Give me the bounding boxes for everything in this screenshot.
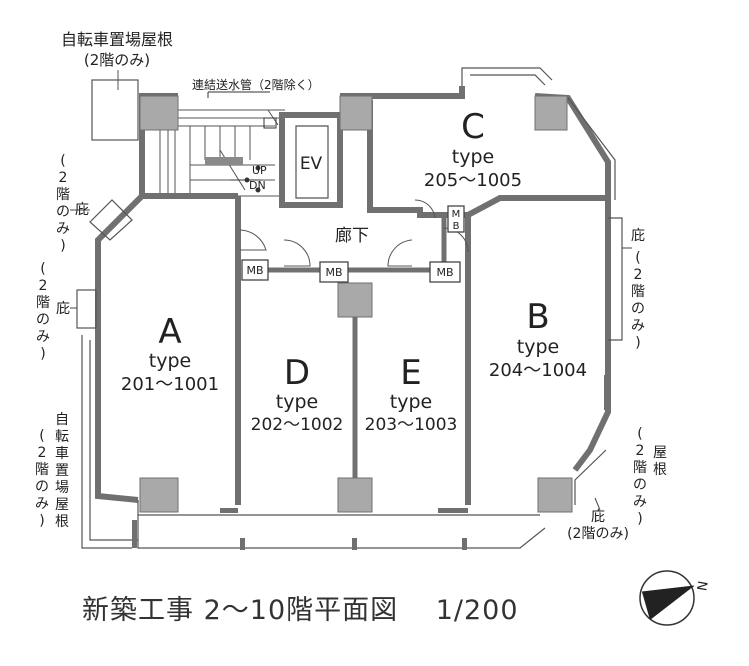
- mb-label-1: MB: [246, 264, 263, 277]
- bike-roof-top-label: 自転車置場屋根: [61, 30, 173, 49]
- unit-c-type: type: [452, 146, 494, 168]
- char: 2: [636, 443, 645, 459]
- plan-caption: 新築工事 2～10階平面図 1/200: [82, 595, 519, 626]
- char: 車: [55, 445, 69, 462]
- roof-right-label: 屋 根: [653, 445, 667, 478]
- roof-right-note: ( 2 階 の み ): [633, 426, 647, 527]
- char: 2: [59, 170, 68, 186]
- mb-label-4a: M: [452, 209, 461, 220]
- char: み: [633, 494, 647, 510]
- char: 根: [653, 462, 667, 478]
- unit-b-rooms: 204～1004: [489, 360, 587, 381]
- unit-d-rooms: 202～1002: [251, 415, 344, 435]
- unit-e-letter: E: [400, 353, 421, 393]
- up-label: UP: [252, 164, 267, 177]
- stair-area: [159, 96, 285, 197]
- pipe-label: 連結送水管（2階除く）: [192, 77, 320, 92]
- mb-boxes: [241, 205, 465, 283]
- stair-landing: [205, 157, 243, 165]
- char: の: [633, 477, 647, 493]
- char: 場: [55, 480, 69, 496]
- char: の: [56, 204, 70, 220]
- char: 転: [55, 429, 69, 445]
- char: み: [56, 221, 70, 237]
- eave-shapes: [76, 199, 133, 329]
- unit-e-rooms: 203～1003: [365, 415, 458, 435]
- char: 屋: [653, 445, 667, 461]
- char: ): [635, 335, 640, 351]
- columns: [139, 95, 573, 513]
- partitions: [235, 215, 447, 478]
- unit-c-rooms: 205～1005: [424, 170, 522, 191]
- ev-label: EV: [300, 154, 323, 174]
- dn-label: DN: [249, 179, 266, 192]
- balcony-lines: [81, 67, 623, 549]
- mb-label-3: MB: [436, 266, 453, 279]
- unit-e-type: type: [390, 391, 432, 413]
- unit-b-type: type: [517, 336, 559, 358]
- char: (: [60, 153, 65, 169]
- char: み: [631, 318, 645, 334]
- unit-d-type: type: [276, 391, 318, 413]
- corridor-label: 廊下: [335, 226, 369, 246]
- bike-roof-top: [91, 79, 139, 141]
- bike-roof-left-note: ( 2 階 の み ): [35, 428, 49, 529]
- char: (: [637, 426, 642, 442]
- char: (: [635, 250, 640, 266]
- char: 置: [55, 463, 69, 479]
- char: (: [40, 261, 45, 277]
- char: 2: [38, 445, 47, 461]
- char: ): [637, 511, 642, 527]
- bike-roof-left-label: 自 転 車 置 場 屋 根: [55, 412, 69, 530]
- eave-bottom-note: (2階のみ): [567, 526, 629, 542]
- char: ): [60, 238, 65, 254]
- char: 2: [39, 278, 48, 294]
- char: の: [35, 479, 49, 495]
- door-arcs: [239, 199, 469, 267]
- char: 階: [36, 295, 50, 311]
- leader-lines: [70, 209, 632, 511]
- unit-a-letter: A: [158, 312, 181, 352]
- char: 階: [633, 460, 647, 476]
- unit-c-letter: C: [461, 107, 485, 147]
- char: 2: [634, 267, 643, 283]
- char: の: [631, 301, 645, 317]
- char: み: [35, 496, 49, 512]
- char: 庇: [631, 228, 645, 244]
- unit-a-type: type: [149, 350, 191, 372]
- unit-d-letter: D: [284, 353, 310, 393]
- char: 屋: [55, 497, 69, 513]
- bike-roof-top-note: (2階のみ): [84, 51, 150, 69]
- char: 庇: [75, 202, 89, 218]
- pipe-marks: [207, 91, 277, 193]
- char: 階: [56, 187, 70, 203]
- north-compass-icon: N: [639, 570, 712, 626]
- char: 庇: [56, 301, 70, 317]
- char: 根: [55, 514, 69, 530]
- char: み: [36, 329, 50, 345]
- char: 階: [631, 284, 645, 300]
- char: ): [40, 346, 45, 362]
- eave-bottom-label: 庇: [591, 509, 605, 525]
- wall-stubs: [96, 375, 609, 550]
- compass-n: N: [695, 580, 711, 592]
- char: 自: [55, 412, 69, 428]
- unit-b-letter: B: [526, 297, 549, 337]
- char: 階: [35, 462, 49, 478]
- eave-left-upper-note: ( 2 階 の み ) 庇: [56, 153, 89, 254]
- char: (: [39, 428, 44, 444]
- char: ): [39, 513, 44, 529]
- eave-right-note: 庇 ( 2 階 の み ): [631, 228, 645, 351]
- eave-left-lower-note: ( 2 階 の み ) 庇: [36, 261, 70, 362]
- char: の: [36, 312, 50, 328]
- unit-a-rooms: 201～1001: [121, 374, 219, 395]
- mb-label-2: MB: [325, 266, 342, 279]
- mb-label-4b: B: [453, 221, 460, 232]
